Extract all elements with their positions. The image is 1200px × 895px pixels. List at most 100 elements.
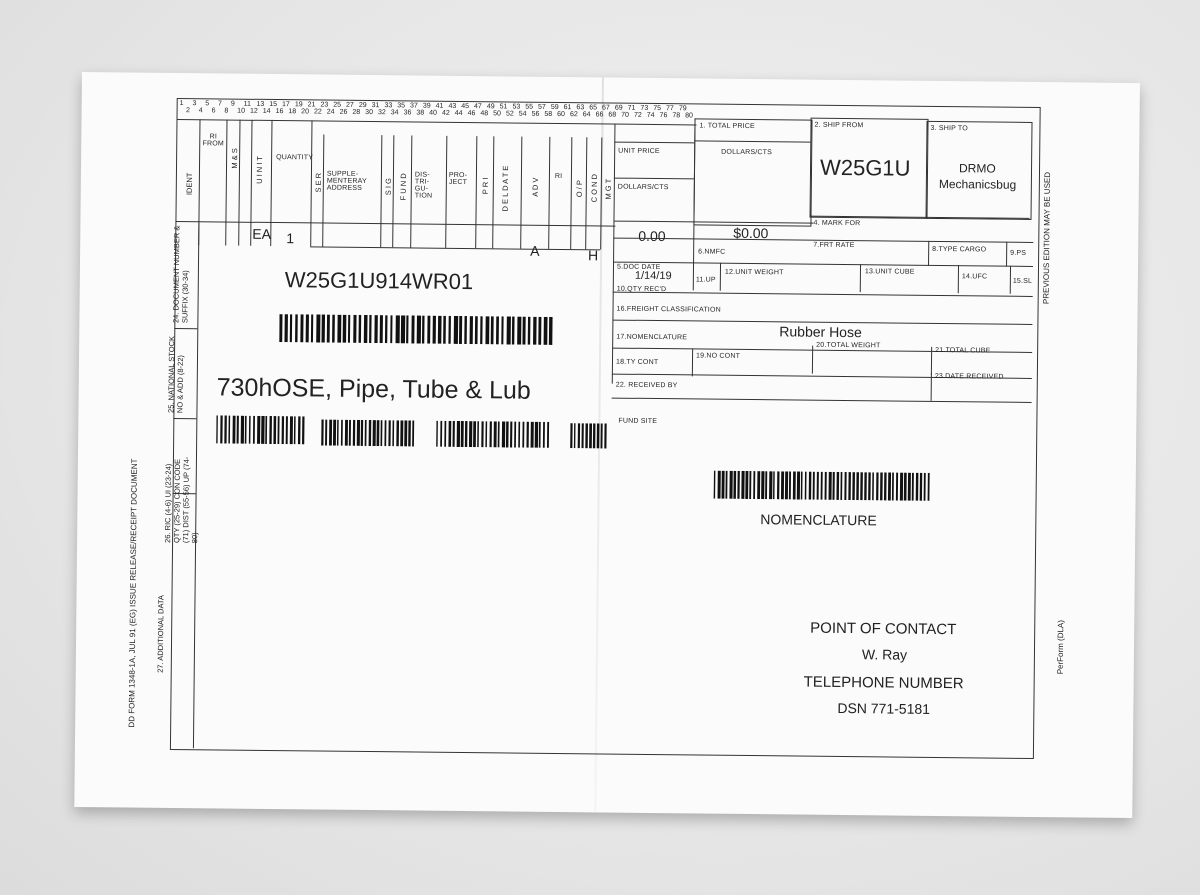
nomenclature-value: Rubber Hose: [779, 323, 862, 341]
previous-edition-note: PREVIOUS EDITION MAY BE USED: [1041, 171, 1053, 305]
barcode-bar: [538, 316, 542, 345]
column-digit: 74: [646, 111, 655, 119]
received-by-label: 22. RECEIVED BY: [615, 381, 678, 390]
barcode-bar: [392, 420, 395, 447]
column-digit: 16: [275, 108, 284, 116]
unit-label: U I N I T: [254, 156, 265, 184]
total-price-label: 1. TOTAL PRICE: [699, 122, 755, 131]
column-digit: 22: [313, 108, 322, 116]
barcode-bar: [570, 423, 573, 449]
ser-label: S E R: [313, 172, 323, 193]
barcode-bar: [840, 471, 843, 500]
barcode-bar: [808, 471, 812, 500]
no-cont-label: 19.NO CONT: [696, 352, 741, 360]
barcode-bar: [604, 423, 607, 449]
barcode-bar: [436, 420, 438, 447]
column-digit: 64: [582, 111, 591, 119]
barcode-bar: [464, 316, 467, 345]
barcode-bar: [573, 423, 576, 449]
barcode-bar: [411, 315, 415, 344]
up-label: 11.UP: [695, 276, 716, 284]
barcode-bar: [448, 420, 452, 447]
barcode-bar: [816, 471, 819, 500]
barcode-bar: [741, 470, 745, 499]
barcode-bar: [800, 471, 803, 500]
barcode-bar: [757, 471, 761, 500]
barcode-bar: [527, 316, 531, 345]
barcode-bar: [374, 315, 378, 344]
del-date-label: D E L D A T E: [500, 165, 511, 212]
barcode-bar: [321, 419, 324, 446]
barcode-bar: [252, 415, 255, 444]
column-digit: 76: [659, 112, 668, 120]
column-digit: 26: [339, 108, 348, 116]
column-digit: 6: [211, 107, 216, 115]
barcode-bar: [518, 421, 521, 448]
national-stock-label: 25. NATIONAL STOCK NO & ADD (8-22): [166, 335, 186, 414]
barcode-bar: [265, 415, 268, 444]
ric-label: 26. RIC (4-6) UI (23-24) QTY (25-29) CON…: [163, 456, 200, 544]
barcode-bar: [289, 416, 293, 445]
barcode-bar: [832, 471, 835, 500]
column-digit: 8: [224, 107, 229, 115]
barcode-bar: [310, 314, 314, 343]
barcode-bar: [474, 316, 478, 345]
column-digit: 60: [557, 110, 566, 119]
barcode-bar: [302, 416, 305, 445]
sig-label: S I G: [383, 178, 393, 196]
total-weight-label: 20.TOTAL WEIGHT: [816, 341, 881, 350]
barcode-bar: [421, 315, 425, 344]
barcode-bar: [408, 420, 411, 447]
column-digit: 1: [179, 100, 184, 108]
barcode-bar: [480, 316, 483, 345]
barcode-bar: [517, 316, 522, 345]
barcode-bar: [384, 420, 387, 447]
barcode-bar: [473, 421, 477, 448]
barcode-bar: [342, 314, 347, 343]
barcode-bar: [236, 415, 239, 444]
barcode-bar: [485, 421, 488, 448]
barcode-bar: [769, 471, 773, 500]
barcode-bar: [911, 472, 914, 501]
column-digit: 12: [249, 107, 258, 115]
ri-from-label: RI FROM: [202, 133, 224, 148]
barcode-bar: [277, 416, 280, 445]
column-digit: 56: [531, 110, 540, 118]
barcode-bar: [737, 470, 740, 499]
barcode-bar: [589, 423, 593, 449]
barcode-bar: [820, 471, 823, 500]
barcode-bar: [497, 421, 500, 448]
barcode-bar: [534, 421, 539, 448]
barcode-bar: [293, 416, 296, 445]
ri-label: RI: [554, 172, 563, 181]
barcode-bar: [360, 419, 364, 446]
column-digit: 32: [377, 109, 386, 117]
barcode-bar: [372, 420, 376, 447]
freight-class-label: 16.FREIGHT CLASSIFICATION: [616, 305, 721, 314]
barcode-bar: [725, 470, 728, 499]
column-digit: 66: [595, 111, 604, 119]
ps-label: 9.PS: [1010, 249, 1027, 257]
barcode-bar: [581, 423, 584, 449]
barcode-bar: [388, 420, 391, 447]
column-digit: 80: [685, 112, 694, 120]
barcode-bar: [337, 314, 342, 343]
barcode-bar: [485, 316, 490, 345]
barcode-bar: [390, 315, 393, 344]
unit-price-value: 0.00: [638, 227, 666, 245]
total-price-dollars-label: DOLLARS/CTS: [721, 148, 773, 157]
barcode-bar: [453, 315, 459, 344]
barcode-bar: [285, 416, 288, 445]
barcode-bar: [596, 423, 600, 449]
unit-weight-label: 12.UNIT WEIGHT: [724, 268, 784, 277]
barcode-bar: [490, 316, 494, 345]
column-digit: 70: [621, 111, 630, 119]
barcode-bar: [416, 315, 422, 344]
total-price-box: [693, 118, 813, 227]
column-digit: 62: [569, 111, 578, 119]
barcode-bar: [919, 472, 923, 501]
column-digit: 5: [205, 100, 210, 108]
barcode-bar: [364, 419, 367, 446]
